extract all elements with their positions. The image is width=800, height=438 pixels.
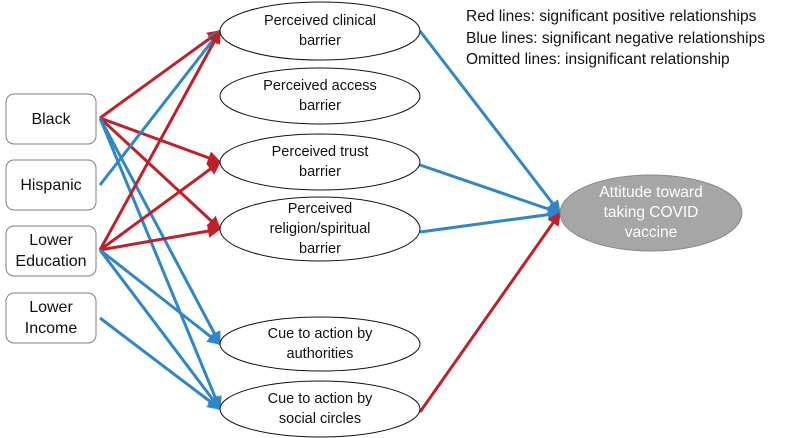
mediator-ellipse-religion xyxy=(219,196,421,262)
mediator-ellipse-authorities xyxy=(219,316,421,372)
edge-trust-to-attitude xyxy=(419,163,562,216)
social-label-line: social circles xyxy=(278,411,362,427)
legend-omitted: Omitted lines: insignificant relationshi… xyxy=(466,51,730,68)
religion-label: Perceived religion/spiritual barrier xyxy=(220,197,420,261)
edge-group xyxy=(98,29,562,413)
religion-label-line: barrier xyxy=(299,241,341,257)
access-label-line: barrier xyxy=(299,98,341,114)
predictor-box-black xyxy=(5,93,97,145)
hispanic-label: Hispanic xyxy=(6,160,96,210)
lower-education-label-line: Education xyxy=(15,253,87,270)
black-label: Black xyxy=(6,94,96,144)
trust-label: Perceived trust barrier xyxy=(220,134,420,190)
religion-label-line: religion/spiritual xyxy=(269,221,371,237)
edge-lower-education-to-religion xyxy=(99,224,222,252)
edge-black-to-authorities xyxy=(98,117,222,346)
attitude-label-line: taking COVID xyxy=(603,204,699,221)
edge-lower-education-to-authorities xyxy=(99,248,222,346)
clinical-label: Perceived clinical barrier xyxy=(220,2,420,60)
edge-lower-education-to-clinical xyxy=(98,29,222,251)
trust-label-line: Perceived trust xyxy=(271,144,369,160)
edge-black-to-clinical xyxy=(99,29,222,120)
access-label: Perceived access barrier xyxy=(220,68,420,124)
lower-income-label-line: Income xyxy=(24,320,78,337)
social-label: Cue to action by social circles xyxy=(220,381,420,437)
legend-negative: Blue lines: significant negative relatio… xyxy=(466,29,765,47)
edge-hispanic-to-clinical xyxy=(98,29,222,186)
black-label-line: Black xyxy=(31,110,71,128)
clinical-label-line: Perceived clinical xyxy=(263,13,377,29)
authorities-label-line: Cue to action by xyxy=(267,326,373,342)
mediator-ellipse-access xyxy=(219,67,421,125)
attitude-label-line: vaccine xyxy=(624,224,678,241)
lower-income-label-line: Lower xyxy=(29,299,73,316)
mediator-ellipse-clinical xyxy=(219,1,421,61)
attitude-label: Attitude toward taking COVID vaccine xyxy=(560,175,742,251)
attitude-label-line: Attitude toward xyxy=(599,184,703,201)
mediator-ellipse-trust xyxy=(219,133,421,191)
legend: Red lines: significant positive relation… xyxy=(466,6,765,71)
mediator-ellipse-social xyxy=(219,380,421,438)
authorities-label: Cue to action by authorities xyxy=(220,317,420,371)
edge-religion-to-attitude xyxy=(419,207,562,234)
social-label-line: Cue to action by xyxy=(267,391,373,407)
edge-black-to-religion xyxy=(98,116,222,231)
edge-social-to-attitude xyxy=(418,211,562,413)
trust-label-line: barrier xyxy=(299,164,341,180)
node-group xyxy=(5,1,743,438)
edge-lower-income-to-social xyxy=(99,316,222,411)
hispanic-label-line: Hispanic xyxy=(20,176,82,194)
edge-lower-education-to-trust xyxy=(99,160,222,252)
legend-positive: Red lines: significant positive relation… xyxy=(466,8,757,25)
outcome-ellipse xyxy=(559,174,743,252)
edge-black-to-social xyxy=(98,117,222,411)
edge-lower-education-to-social xyxy=(98,249,222,411)
predictor-box-hispanic xyxy=(5,159,97,211)
predictor-box-lower-education xyxy=(5,225,97,277)
clinical-label-line: barrier xyxy=(299,33,341,49)
religion-label-line: Perceived xyxy=(287,201,353,217)
lower-education-label-line: Lower xyxy=(29,232,73,249)
access-label-line: Perceived access xyxy=(263,78,377,94)
predictor-box-lower-income xyxy=(5,292,97,344)
edge-clinical-to-attitude xyxy=(418,30,562,215)
authorities-label-line: authorities xyxy=(286,346,354,362)
